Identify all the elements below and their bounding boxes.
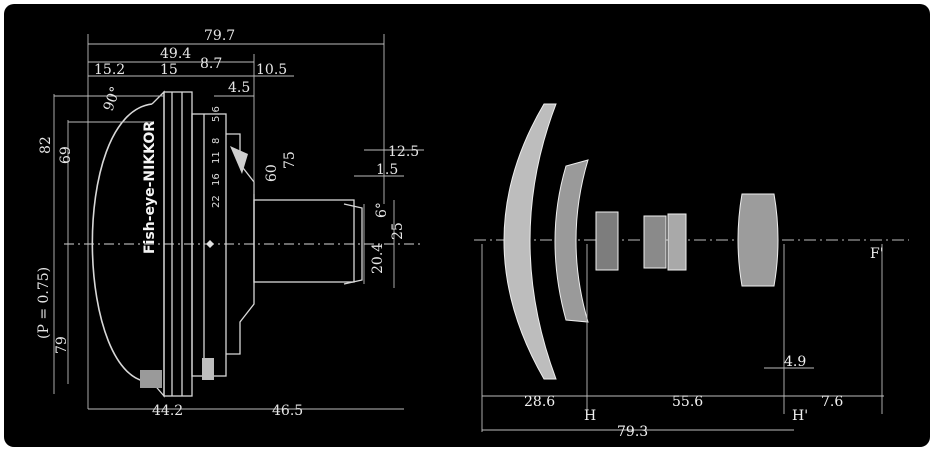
dim-69: 69 [58,146,74,164]
label-f-prime: F' [870,246,884,262]
dim-82: 82 [38,136,54,154]
left-dimension-lines [53,34,424,410]
dim-p-0-75: (P = 0.75) [36,267,52,339]
dim-28-6: 28.6 [524,394,555,410]
aperture-11: 11 [211,151,222,164]
label-h-prime: H' [792,408,808,424]
dim-4-9: 4.9 [784,354,806,370]
dim-90-deg: 90° [101,85,125,114]
dim-79-3: 79.3 [617,424,648,440]
front-meniscus [503,103,557,380]
dim-1-5: 1.5 [376,162,398,178]
dim-7-6: 7.6 [821,394,843,410]
third-element [595,211,619,271]
doublet-b [667,213,687,271]
dim-20-4: 20.4 [370,243,386,274]
second-meniscus [554,159,589,323]
rear-element [737,193,779,287]
dim-49-4: 49.4 [160,46,191,62]
dim-55-6: 55.6 [672,394,703,410]
dim-10-5: 10.5 [256,62,287,78]
aperture-5-6: 5.6 [211,106,222,122]
dim-15-2: 15.2 [94,62,125,78]
optical-element-diagram: 28.6 55.6 4.9 7.6 79.3 H H' F' [474,103,909,440]
figure-frame: 79.7 49.4 15.2 15 8.7 10.5 4.5 90° 82 69… [4,4,930,447]
dim-79-7: 79.7 [204,28,235,44]
dim-60: 60 [264,164,280,182]
dim-75: 75 [282,151,298,169]
aperture-8: 8 [211,138,222,144]
dim-44-2: 44.2 [152,403,183,419]
dim-25: 25 [390,222,406,240]
lens-diagrams: 79.7 49.4 15.2 15 8.7 10.5 4.5 90° 82 69… [36,28,909,440]
brand-engraving: Fish-eye-NIKKOR [142,121,158,254]
left-dimension-labels: 79.7 49.4 15.2 15 8.7 10.5 4.5 90° 82 69… [36,28,419,419]
dim-79: 79 [54,336,70,354]
dim-4-5: 4.5 [228,80,250,96]
dim-8-7: 8.7 [200,56,222,72]
doublet-a [643,215,667,269]
dim-6-deg: 6° [374,202,390,218]
aperture-16: 16 [211,173,222,186]
dim-15: 15 [160,62,178,78]
label-h: H [584,408,596,424]
right-dimension-lines [481,244,884,432]
dim-46-5: 46.5 [272,403,303,419]
dim-12-5: 12.5 [388,144,419,160]
aperture-22: 22 [211,195,222,208]
